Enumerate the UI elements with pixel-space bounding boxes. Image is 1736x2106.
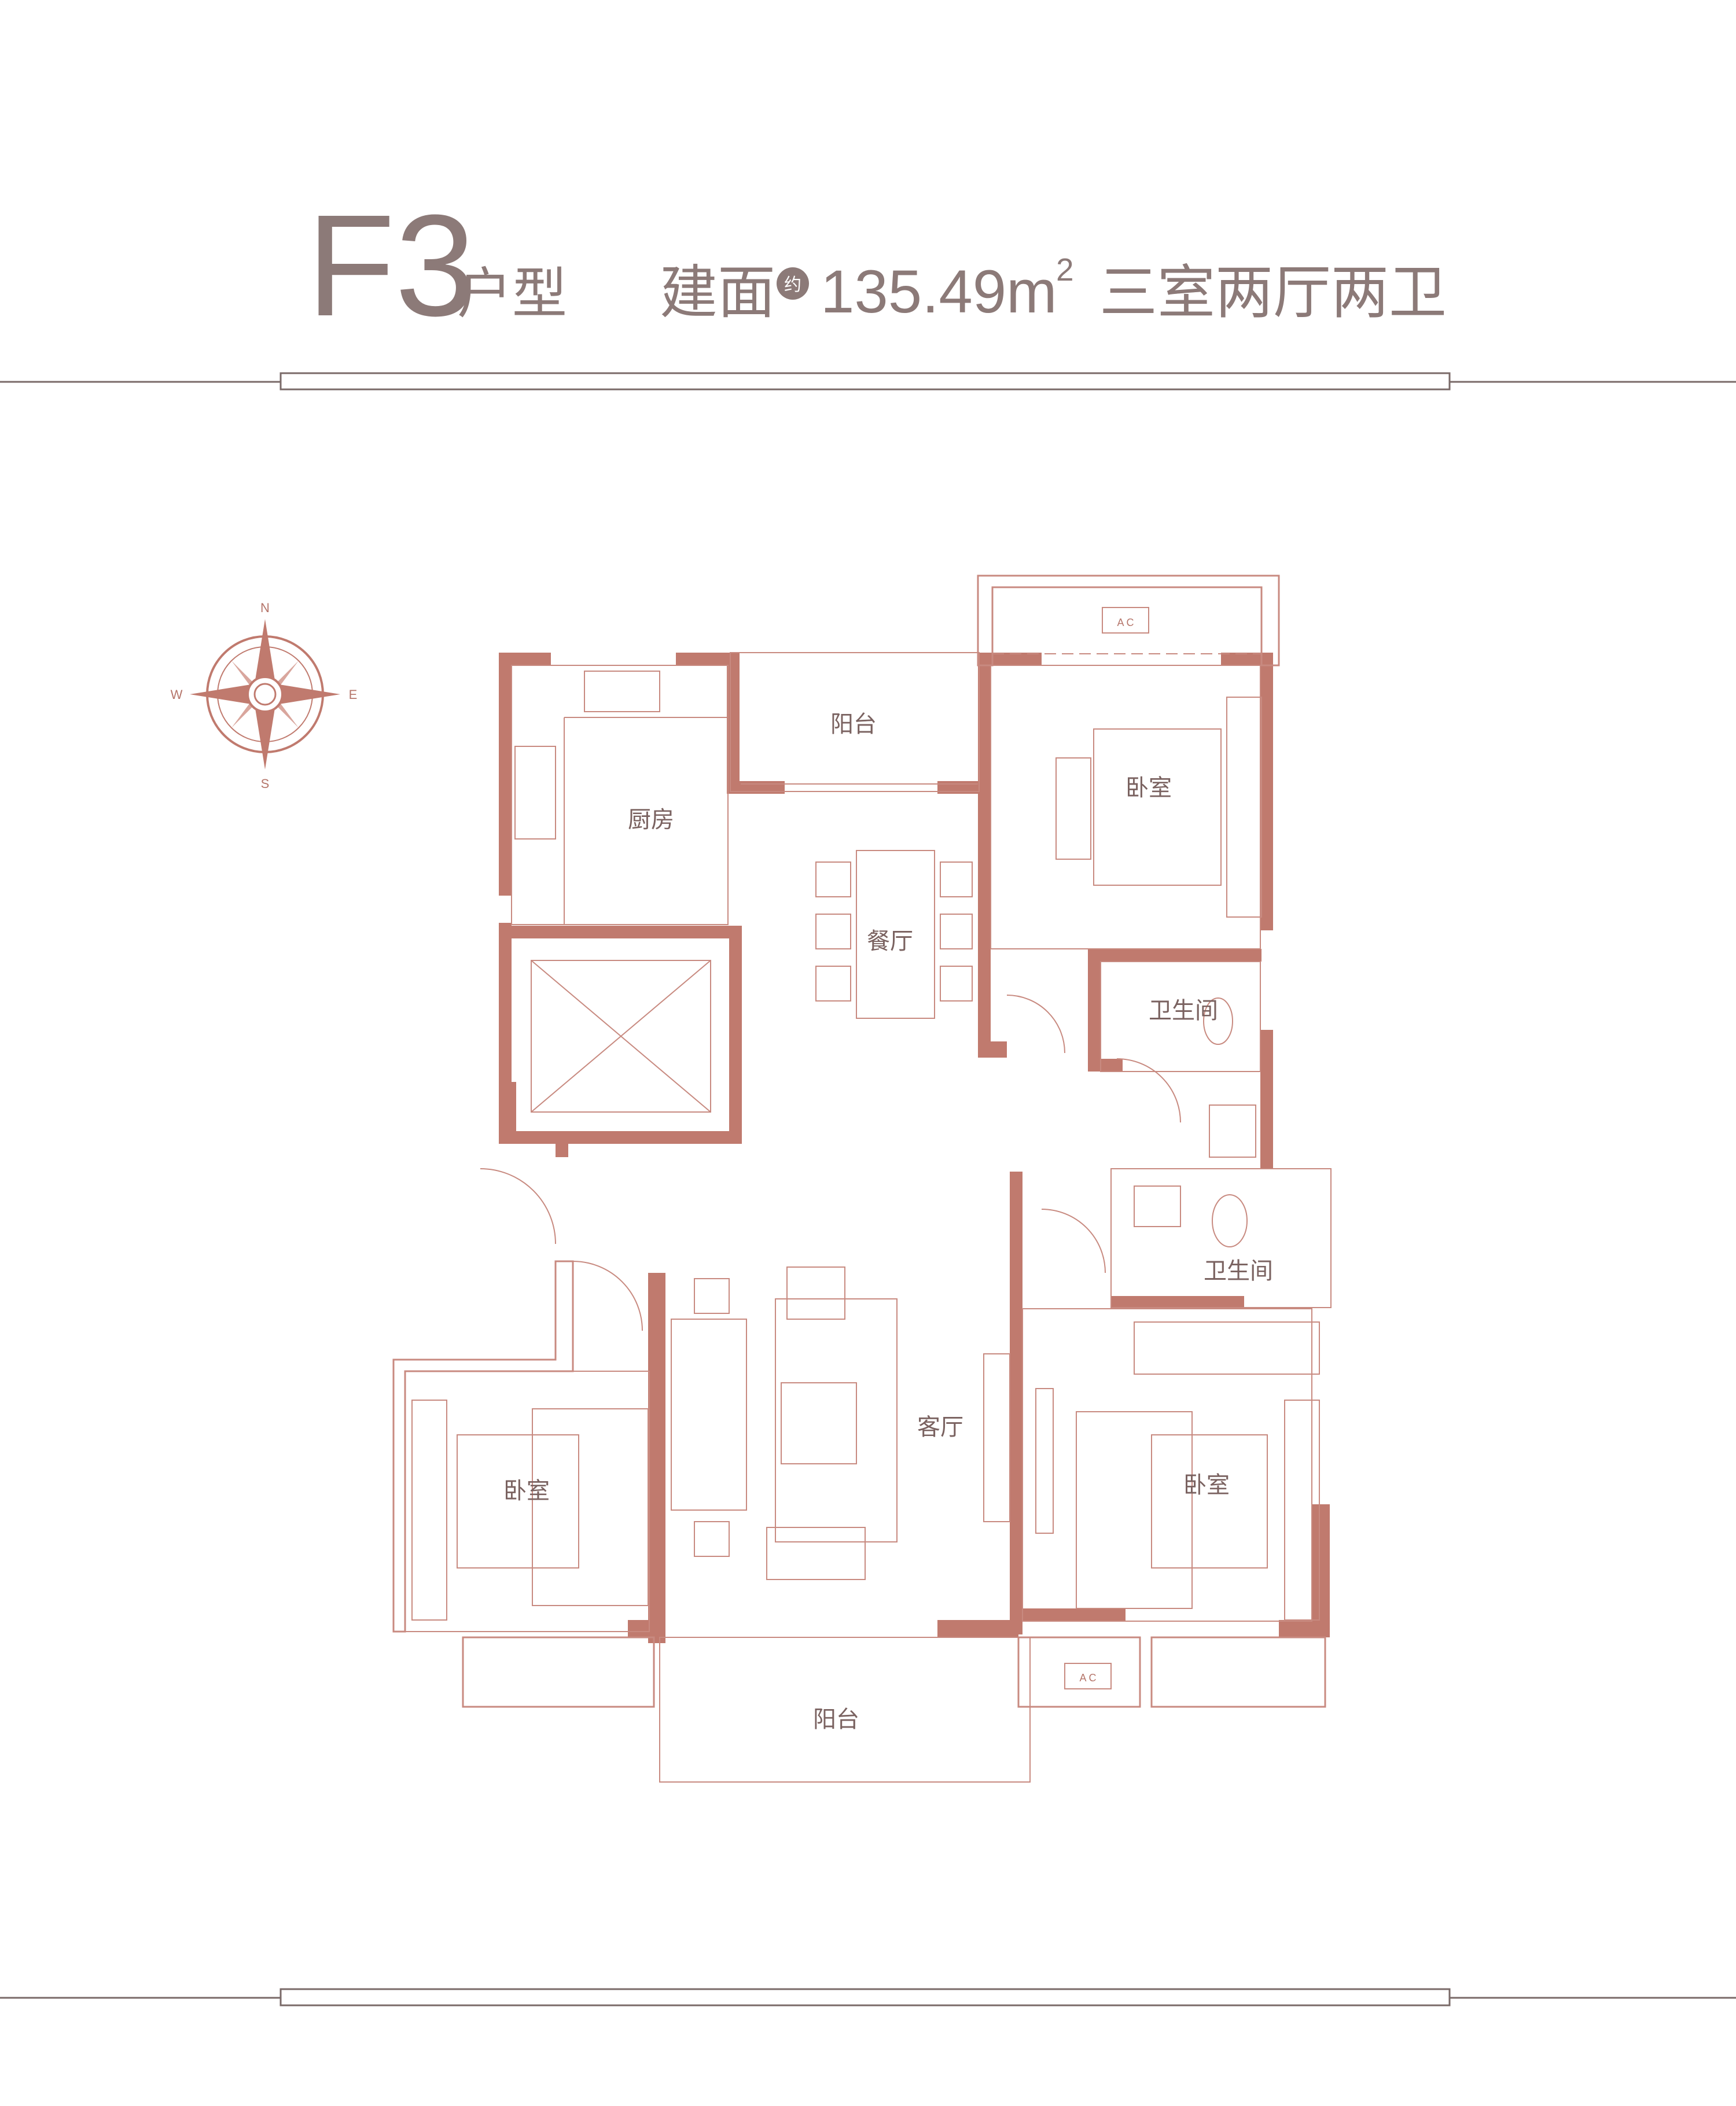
area-prefix: 建面 <box>660 259 775 326</box>
plan-outlines <box>392 575 1332 1783</box>
area-value: 135.49m <box>821 258 1057 326</box>
compass-icon <box>190 619 340 770</box>
bottom-divider-bar <box>279 1988 1451 2006</box>
room-label-bedroom-sw: 卧室 <box>503 1478 550 1504</box>
room-label-bedroom-se: 卧室 <box>1183 1472 1230 1499</box>
room-label-kitchen: 厨房 <box>628 807 674 833</box>
top-divider-bar <box>279 372 1451 391</box>
compass-south: S <box>261 776 270 791</box>
compass-north: N <box>260 601 270 615</box>
area-superscript: 2 <box>1056 252 1074 288</box>
room-label-bedroom-ne: 卧室 <box>1126 775 1172 801</box>
ac-label-north: A C <box>1117 617 1134 628</box>
room-label-bathroom-1: 卫生间 <box>1149 997 1218 1024</box>
area-badge-circle <box>777 267 809 300</box>
unit-type-code: F3 <box>307 185 476 346</box>
compass-east: E <box>349 687 358 702</box>
unit-type-suffix: 户型 <box>457 262 567 326</box>
compass-west: W <box>171 687 183 702</box>
room-label-balcony-south: 阳台 <box>813 1706 859 1733</box>
layout-description: 三室两厅两卫 <box>1099 259 1447 326</box>
room-label-living: 客厅 <box>917 1414 963 1441</box>
room-label-bathroom-2: 卫生间 <box>1204 1258 1273 1284</box>
ac-label-south: A C <box>1079 1672 1096 1684</box>
room-label-balcony-north: 阳台 <box>830 711 877 738</box>
room-label-dining: 餐厅 <box>867 928 913 955</box>
area-badge: 约 <box>784 275 801 295</box>
